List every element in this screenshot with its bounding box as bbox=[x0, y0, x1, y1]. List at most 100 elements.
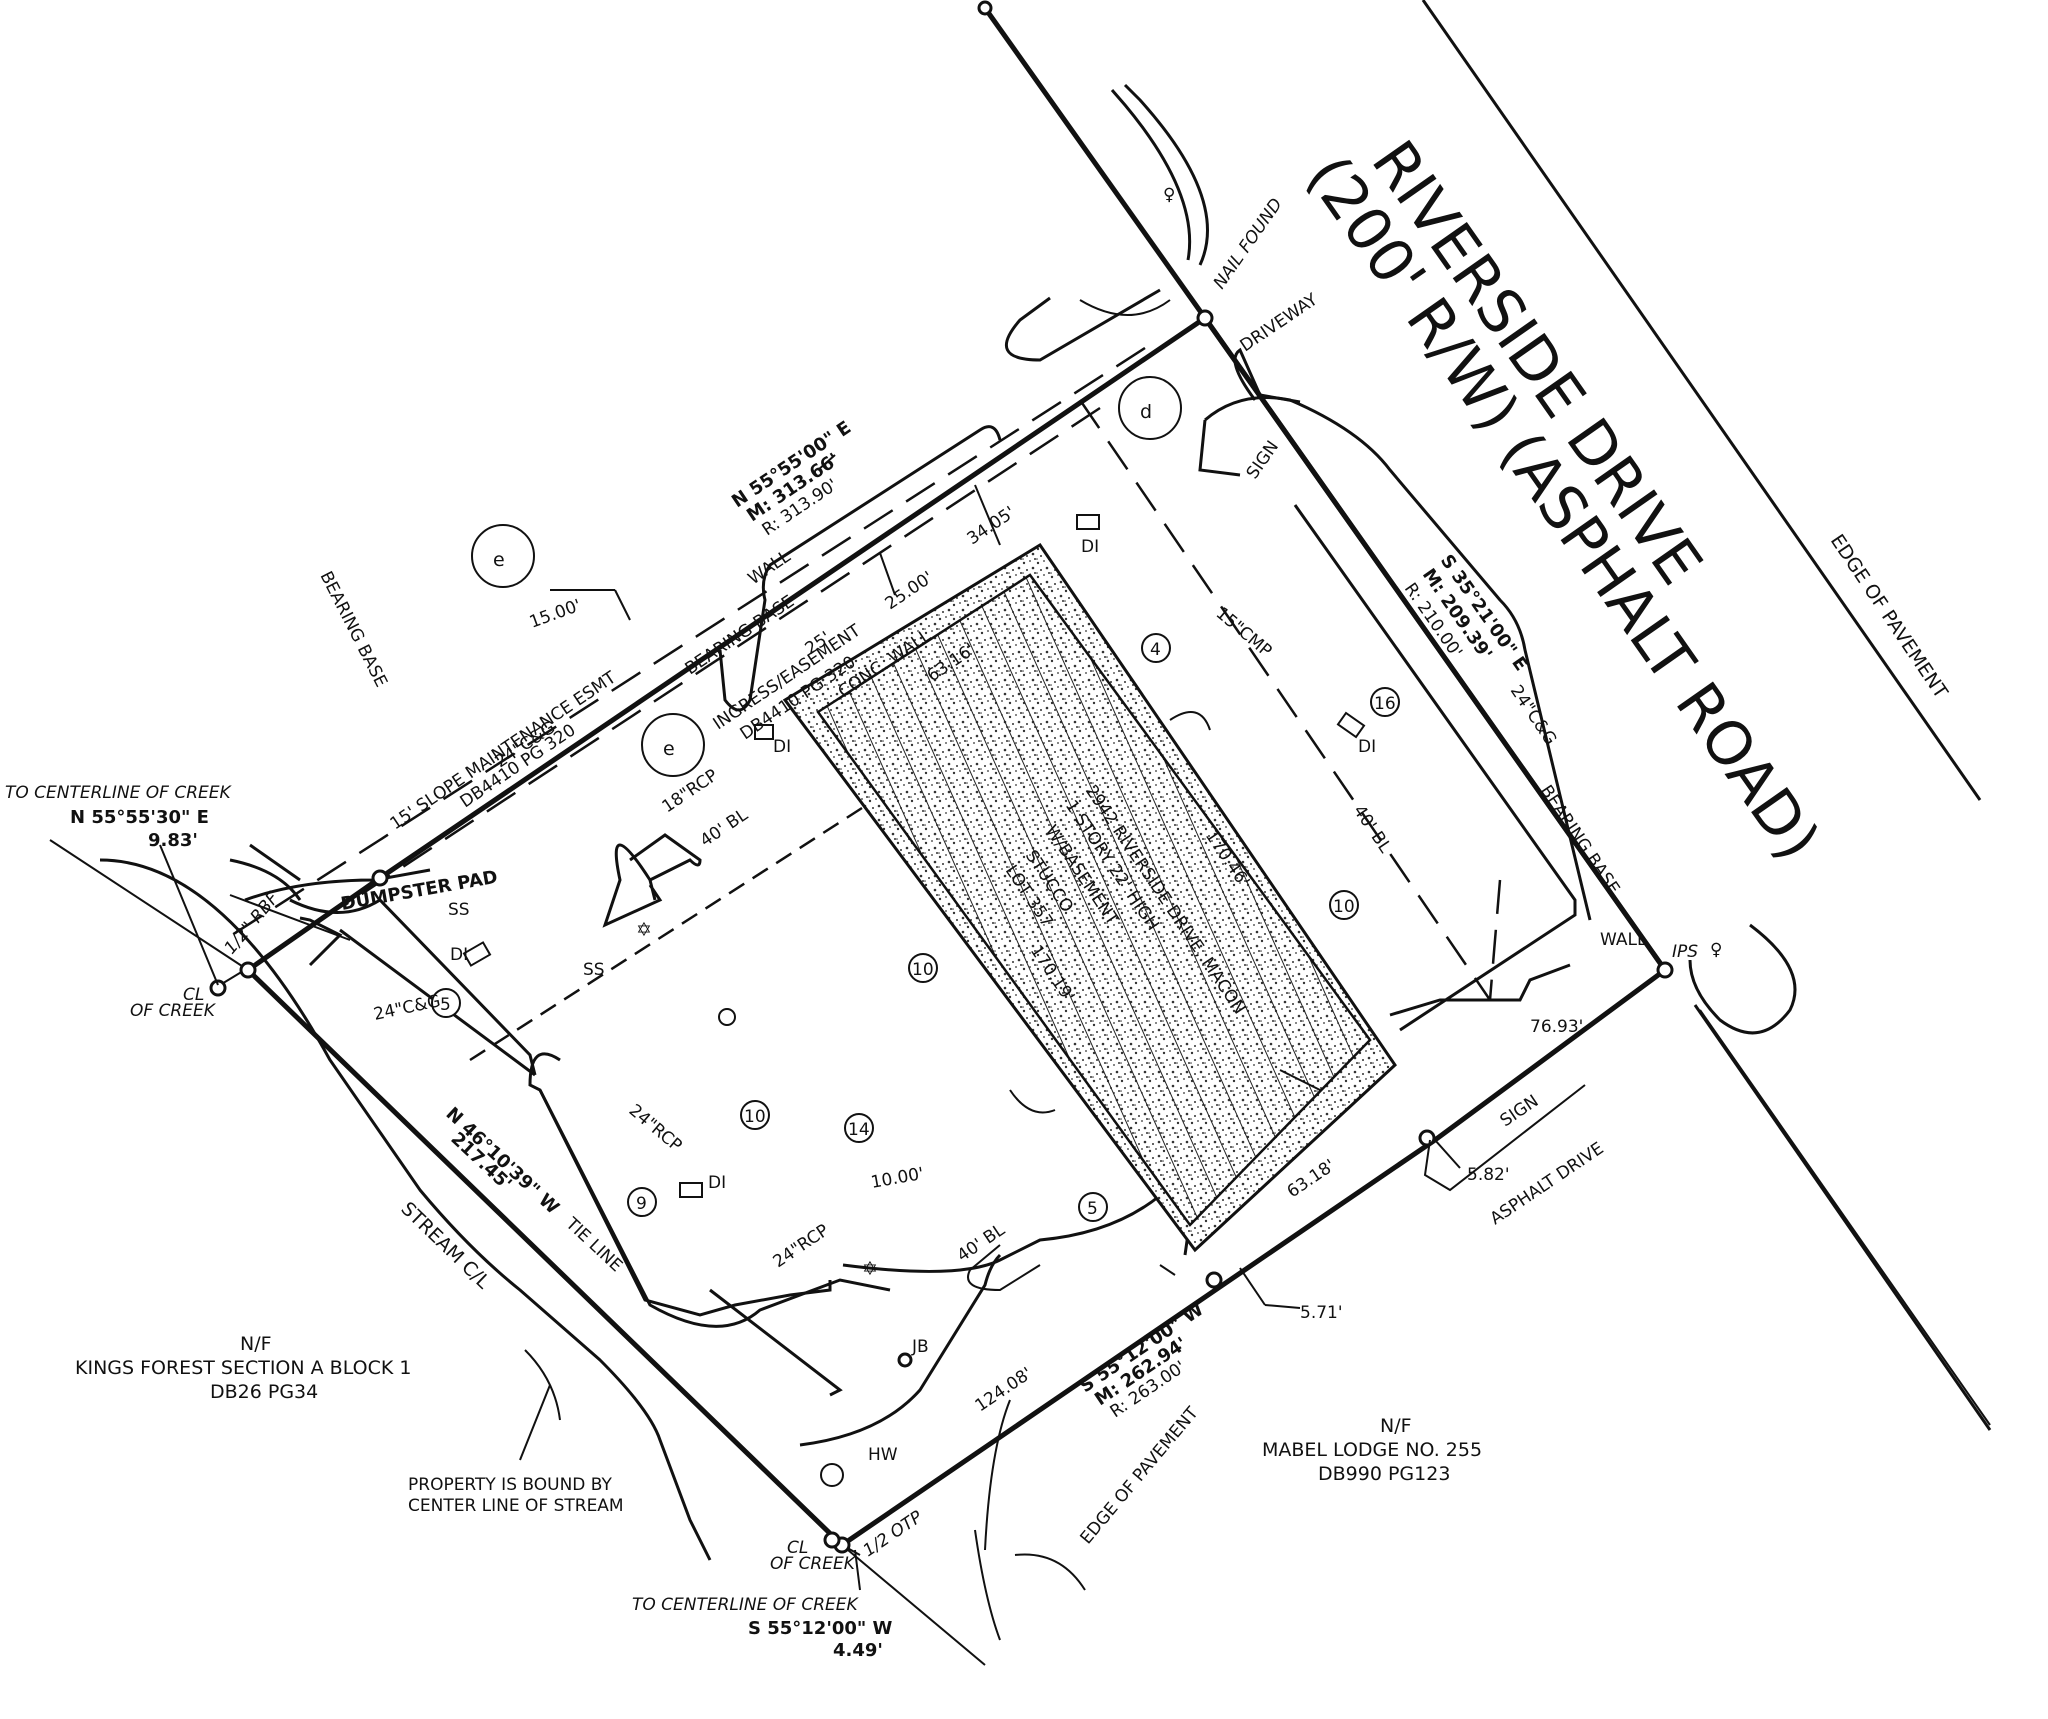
otp-label: 1/2 OTP bbox=[860, 1507, 927, 1561]
creek-cl-bottom-label: CL bbox=[787, 1538, 808, 1558]
west-neighbor-deed: DB26 PG34 bbox=[210, 1381, 318, 1403]
di-label: DI bbox=[708, 1173, 726, 1193]
sign-icon: ♀ bbox=[1163, 185, 1175, 205]
jb-label: JB bbox=[911, 1337, 929, 1357]
stream-centerline bbox=[99, 858, 712, 1561]
creek-top-bearing: N 55°55'30" E bbox=[70, 807, 209, 828]
creek-top-distance: 9.83' bbox=[148, 830, 198, 851]
drop-inlet-icon bbox=[1336, 711, 1366, 739]
monument-circle-icon bbox=[820, 1463, 844, 1487]
creek-of-creek-bottom: OF CREEK bbox=[770, 1554, 857, 1574]
boundary-corner-nail bbox=[1196, 309, 1214, 327]
parking-count: 4 bbox=[1150, 640, 1161, 660]
cmp-15-label: 15"CMP bbox=[1212, 604, 1276, 662]
dimension-leaders bbox=[159, 454, 1586, 1591]
building-footprint bbox=[782, 542, 1397, 1276]
ss-label: SS bbox=[448, 900, 470, 920]
driveway-label: DRIVEWAY bbox=[1237, 290, 1322, 357]
dim-582: 5.82' bbox=[1467, 1165, 1510, 1185]
hw-label: HW bbox=[868, 1445, 898, 1465]
easement-lines bbox=[231, 346, 1502, 1062]
plat-text: N 55°55'00" E M: 313.66' R: 313.90' S 35… bbox=[5, 195, 1698, 1661]
parking-count: 10 bbox=[744, 1107, 766, 1127]
wall-label-north: WALL bbox=[745, 546, 795, 589]
building-dim-bottom: 63.18' bbox=[1284, 1156, 1339, 1202]
ss-label: SS bbox=[583, 960, 605, 980]
rcp-24-label-south: 24"RCP bbox=[770, 1221, 833, 1273]
light-pole-icon: ✡ bbox=[862, 1258, 878, 1280]
bound-note-2: CENTER LINE OF STREAM bbox=[408, 1496, 624, 1516]
south-nf: N/F bbox=[1380, 1415, 1412, 1437]
nail-found-label: NAIL FOUND bbox=[1210, 195, 1287, 293]
sign-icon: ♀ bbox=[1710, 940, 1722, 960]
edge-of-pavement-bottom: EDGE OF PAVEMENT bbox=[1077, 1403, 1203, 1548]
cg-label-east: 24"C&G bbox=[1506, 682, 1560, 749]
tree-tag-d: d bbox=[1140, 401, 1152, 423]
bound-note-1: PROPERTY IS BOUND BY bbox=[408, 1475, 613, 1495]
bl-label-east: 40' BL bbox=[1349, 802, 1395, 857]
di-label: DI bbox=[773, 737, 791, 757]
west-neighbor-name: KINGS FOREST SECTION A BLOCK 1 bbox=[75, 1357, 411, 1379]
creek-bottom-bearing: S 55°12'00" W bbox=[748, 1618, 893, 1639]
bl-label-north: 40' BL bbox=[697, 805, 752, 851]
west-bearing: N 46°10'39" W bbox=[442, 1103, 564, 1218]
south-neighbor-name: MABEL LODGE NO. 255 bbox=[1262, 1439, 1482, 1461]
cg-label-west: 24"C&G bbox=[372, 991, 442, 1025]
parking-count: 9 bbox=[636, 1194, 647, 1214]
drop-inlet-icon bbox=[462, 941, 492, 967]
riverside-drive-road: RIVERSIDE DRIVE (200' R/W) (ASPHALT ROAD… bbox=[1293, 0, 1992, 1431]
edge-of-pavement-right: EDGE OF PAVEMENT bbox=[1826, 530, 1952, 702]
boundary-corner-south bbox=[1205, 1271, 1223, 1289]
creek-bottom-title: TO CENTERLINE OF CREEK bbox=[632, 1595, 860, 1615]
ips-label: IPS bbox=[1672, 942, 1698, 962]
curb-lines bbox=[229, 83, 1797, 1641]
boundary-corner-ips bbox=[1656, 961, 1674, 979]
south-neighbor-deed: DB990 PG123 bbox=[1318, 1463, 1450, 1485]
sign-label: SIGN bbox=[1243, 437, 1283, 483]
tree-tag-e: e bbox=[663, 738, 675, 760]
tree-tags: e e d bbox=[471, 376, 1182, 777]
creek-bottom-distance: 4.49' bbox=[833, 1640, 883, 1661]
site-markers: ✡ ✡ ♀ ♀ bbox=[209, 185, 1722, 1554]
di-label: DI bbox=[1358, 737, 1376, 757]
offset-34: 34.05' bbox=[964, 503, 1019, 549]
width-25: 25.00' bbox=[882, 568, 937, 614]
bearing-base-west: BEARING BASE bbox=[316, 568, 391, 690]
road-row: (200' R/W) (ASPHALT ROAD) bbox=[1293, 143, 1833, 872]
dumpster-corner bbox=[371, 869, 389, 887]
drop-inlet-icon bbox=[1076, 514, 1100, 530]
drop-inlet-icon bbox=[754, 724, 774, 740]
rcp-24-label: 24"RCP bbox=[625, 1101, 686, 1157]
dim-7693: 76.93' bbox=[1530, 1017, 1583, 1037]
boundary-corner-sign bbox=[1418, 1129, 1436, 1147]
creek-cl-bottom bbox=[823, 1531, 841, 1549]
parking-count: 10 bbox=[912, 960, 934, 980]
dumpster-label: DUMPSTER PAD bbox=[339, 867, 499, 915]
creek-of-creek-top: OF CREEK bbox=[130, 1001, 217, 1021]
creek-cl-top-label: CL bbox=[183, 985, 204, 1005]
sanitary-manhole-icon bbox=[718, 1008, 736, 1026]
parking-count: 5 bbox=[440, 995, 451, 1015]
creek-top-title: TO CENTERLINE OF CREEK bbox=[5, 783, 233, 803]
dim-12408: 124.08' bbox=[972, 1364, 1036, 1416]
junction-box-icon bbox=[897, 1352, 913, 1368]
wall-label-east: WALL bbox=[1600, 930, 1647, 950]
sign-label: SIGN bbox=[1497, 1091, 1543, 1131]
parking-count: 16 bbox=[1374, 694, 1396, 714]
di-label: DI bbox=[450, 945, 468, 965]
di-label: DI bbox=[1081, 537, 1099, 557]
parking-count: 5 bbox=[1087, 1199, 1098, 1219]
dim-1000: 10.00' bbox=[869, 1164, 925, 1193]
tree-tag-e: e bbox=[493, 549, 505, 571]
creek-cl-top bbox=[209, 979, 227, 997]
boundary-corner-rbf bbox=[239, 961, 257, 979]
parking-count: 14 bbox=[848, 1120, 870, 1140]
parking-counts: 4 16 10 10 10 14 9 5 5 bbox=[431, 633, 1400, 1222]
parking-count: 10 bbox=[1333, 897, 1355, 917]
width-15: 15.00' bbox=[527, 596, 584, 633]
light-pole-icon: ✡ bbox=[636, 919, 652, 941]
stream-label: STREAM C/L bbox=[397, 1198, 495, 1294]
drop-inlet-icon bbox=[679, 1182, 703, 1198]
dim-571: 5.71' bbox=[1300, 1303, 1343, 1323]
